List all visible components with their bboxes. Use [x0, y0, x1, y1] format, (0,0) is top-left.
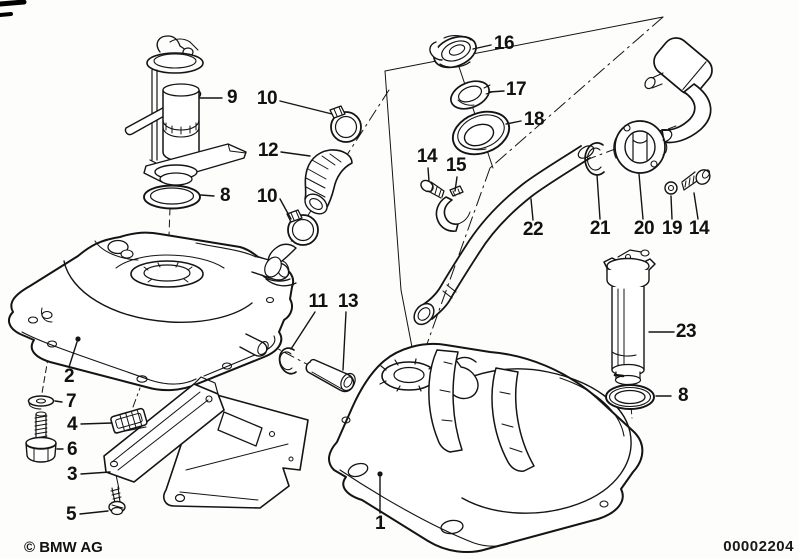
callout-8[interactable]: 8 — [219, 185, 231, 206]
right-fuel-tank — [328, 343, 644, 554]
fuel-pump-unit — [124, 35, 247, 186]
callout-13[interactable]: 13 — [337, 291, 359, 312]
callout-21[interactable]: 21 — [589, 218, 611, 239]
document-number: 00002204 — [723, 538, 794, 555]
callout-7[interactable]: 7 — [65, 391, 77, 412]
vent-port — [239, 333, 269, 357]
o-ring-11 — [278, 347, 297, 375]
washer-19 — [664, 181, 678, 195]
screw-5 — [108, 486, 126, 516]
rubber-pad-4 — [110, 407, 148, 434]
callout-6[interactable]: 6 — [66, 439, 78, 460]
callout-4[interactable]: 4 — [66, 414, 78, 435]
mounting-bracket-3 — [103, 376, 309, 509]
seal-ring-17 — [450, 80, 493, 110]
filler-pipe-22 — [413, 145, 595, 326]
bolt-6 — [25, 411, 57, 463]
scan-artifact — [0, 0, 27, 17]
callout-15[interactable]: 15 — [445, 155, 467, 176]
callout-2[interactable]: 2 — [63, 366, 75, 387]
grommet-18 — [451, 110, 511, 156]
left-fuel-tank — [7, 231, 297, 392]
callout-9[interactable]: 9 — [226, 87, 238, 108]
leader-lines — [54, 44, 699, 515]
callout-16[interactable]: 16 — [493, 33, 515, 54]
screw-14-right — [681, 169, 711, 191]
callout-10[interactable]: 10 — [256, 88, 278, 109]
seal-ring-8-right — [605, 384, 655, 410]
screw-14-left — [420, 179, 445, 199]
callout-19[interactable]: 19 — [661, 218, 683, 239]
callout-11[interactable]: 11 — [308, 291, 328, 312]
copyright-text: © BMW AG — [24, 539, 103, 556]
washer-7 — [27, 395, 55, 410]
seal-ring-21 — [584, 142, 605, 176]
callout-22[interactable]: 22 — [522, 219, 544, 240]
tank-elbow-port — [261, 243, 297, 282]
hose-clamp-10-bottom — [286, 209, 319, 246]
fuel-filler-cap-16 — [429, 35, 477, 69]
callout-12[interactable]: 12 — [257, 140, 279, 161]
fuel-hose-12 — [304, 149, 353, 215]
callout-14[interactable]: 14 — [416, 146, 438, 167]
filler-flange-20 — [613, 120, 668, 174]
bushing-13 — [305, 358, 356, 393]
callout-10[interactable]: 10 — [256, 186, 278, 207]
seal-ring-8-left — [143, 184, 201, 210]
callout-3[interactable]: 3 — [66, 464, 78, 485]
callout-23[interactable]: 23 — [675, 321, 697, 342]
callout-14[interactable]: 14 — [688, 218, 710, 239]
callout-1[interactable]: 1 — [374, 513, 386, 534]
callout-17[interactable]: 17 — [505, 79, 527, 100]
callout-5[interactable]: 5 — [65, 504, 77, 525]
fuel-level-sender-23 — [603, 249, 656, 386]
callout-8[interactable]: 8 — [677, 385, 689, 406]
hose-clamp-15 — [435, 185, 471, 232]
expansion-elbow — [644, 37, 713, 144]
callout-20[interactable]: 20 — [633, 218, 655, 239]
callout-18[interactable]: 18 — [523, 109, 545, 130]
hose-clamp-10-top — [329, 105, 362, 143]
